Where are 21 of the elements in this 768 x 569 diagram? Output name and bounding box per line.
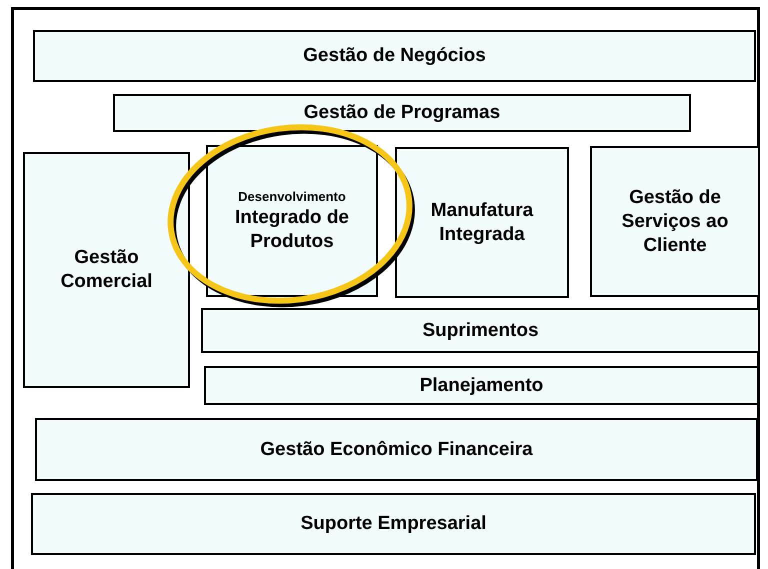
module-box xyxy=(201,308,760,353)
module-label: Gestão de Programas xyxy=(304,101,500,125)
module-label: Desenvolvimento xyxy=(238,188,346,206)
module-label: Suporte Empresarial xyxy=(300,512,486,536)
module-box xyxy=(35,418,758,481)
module-label: Integrado de Produtos xyxy=(234,206,350,254)
module-label: Gestão de Negócios xyxy=(303,44,486,68)
module-box xyxy=(113,94,691,132)
module-box xyxy=(31,493,756,555)
module-label: Suprimentos xyxy=(422,318,539,342)
module-box xyxy=(395,147,569,298)
module-label: Gestão de Serviços ao Cliente xyxy=(620,186,730,258)
module-label: Gestão Comercial xyxy=(60,246,154,294)
module-label: Planejamento xyxy=(420,374,544,398)
module-label: Manufatura Integrada xyxy=(430,198,534,246)
module-box xyxy=(23,152,190,388)
module-box xyxy=(206,145,378,297)
module-box xyxy=(204,366,759,405)
module-box xyxy=(33,30,756,82)
module-box xyxy=(590,146,760,297)
module-label: Gestão Econômico Financeira xyxy=(260,438,533,462)
